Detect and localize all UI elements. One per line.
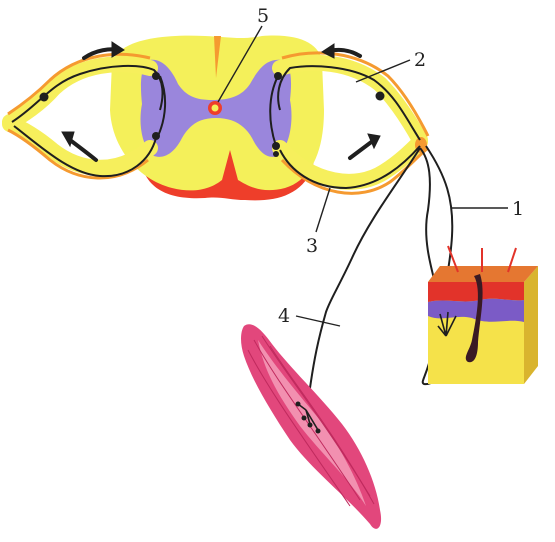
label-5: 5 (257, 5, 269, 27)
label-1: 1 (512, 198, 524, 220)
arrow-bottom-right (350, 140, 374, 158)
skeletal-muscle (241, 324, 381, 529)
central-canal-lumen (212, 105, 219, 112)
leader-line-3 (316, 188, 330, 232)
left-ganglion-cell-body (40, 93, 49, 102)
leader-line-4 (296, 316, 340, 326)
end-plate-dot (316, 429, 321, 434)
left-ventral-horn-dot (152, 132, 160, 140)
right-ganglion-cell-body (376, 92, 385, 101)
right-ventral-horn-dot (272, 142, 280, 150)
right-ventral-root-dot (273, 151, 279, 157)
epidermis-layer (428, 282, 524, 302)
left-dorsal-horn-dot (152, 72, 160, 80)
label-4: 4 (278, 305, 290, 327)
end-plate-dot (308, 423, 313, 428)
skin-section (428, 246, 538, 384)
label-3: 3 (306, 235, 318, 257)
right-dorsal-horn-dot (274, 72, 282, 80)
end-plate-dot (296, 402, 301, 407)
muscle-highlight (258, 340, 366, 506)
end-plate-dot (302, 416, 307, 421)
label-2: 2 (414, 49, 426, 71)
skin-block-side (524, 266, 538, 384)
